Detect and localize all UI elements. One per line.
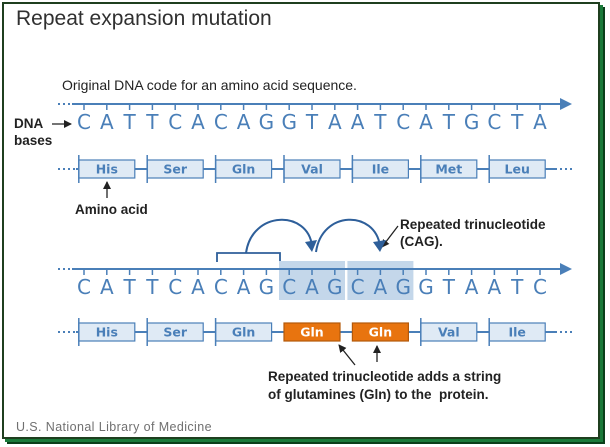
mutated-amino-acid-0: His <box>96 325 118 340</box>
original-amino-acid-1: Ser <box>163 162 187 177</box>
original-amino-acids: His Ser Gln Val Ile Met Leu <box>78 155 546 183</box>
original-amino-acid-4: Ile <box>372 162 389 177</box>
figure-frame <box>2 2 600 439</box>
original-base-5: A <box>191 110 205 134</box>
mutated-amino-acid-5: Val <box>438 325 460 340</box>
original-base-18: C <box>487 110 501 134</box>
mutated-amino-acid-4: Gln <box>369 325 392 340</box>
repeat-highlight <box>279 261 345 300</box>
mutated-amino-acids: His Ser Gln Gln Gln Val Ile <box>78 318 546 346</box>
original-base-17: G <box>464 110 480 134</box>
mutated-base-16: T <box>442 275 456 299</box>
note-arrow-1 <box>338 344 356 366</box>
mutated-base-12: C <box>351 275 365 299</box>
glutamine-note: Repeated trinucleotide adds a string of … <box>268 369 502 402</box>
repeat-arc-1-arrowhead <box>305 240 317 252</box>
repeat-arc-2-arrowhead <box>373 240 386 252</box>
repeat-arc-1 <box>245 218 313 254</box>
original-base-16: T <box>442 110 456 134</box>
original-base-15: A <box>419 110 433 134</box>
amino-acid-label: Amino acid <box>75 202 148 217</box>
original-base-3: T <box>145 110 159 134</box>
mutated-base-18: A <box>488 275 502 299</box>
original-amino-acid-5: Met <box>435 162 462 177</box>
original-base-2: T <box>122 110 136 134</box>
dna-bases-label: DNA bases <box>14 116 53 148</box>
strand-arrowhead <box>560 263 572 275</box>
original-base-4: C <box>168 110 182 134</box>
mutated-amino-acid-1: Ser <box>163 325 187 340</box>
mutated-base-17: A <box>465 275 479 299</box>
codon-bracket <box>216 252 281 262</box>
original-base-9: G <box>281 110 297 134</box>
mutated-amino-acid-3: Gln <box>300 325 323 340</box>
original-base-0: C <box>77 110 91 134</box>
repeat-label: Repeated trinucleotide (CAG). <box>400 217 546 249</box>
original-base-19: T <box>510 110 524 134</box>
original-base-12: A <box>351 110 365 134</box>
original-base-8: G <box>259 110 275 134</box>
mutated-base-4: C <box>168 275 182 299</box>
mutated-amino-acid-6: Ile <box>508 325 525 340</box>
original-base-7: A <box>237 110 251 134</box>
original-amino-acid-0: His <box>96 162 118 177</box>
mutated-base-1: A <box>100 275 114 299</box>
mutated-base-20: C <box>533 275 547 299</box>
repeat-highlight <box>347 261 414 300</box>
original-base-13: T <box>373 110 387 134</box>
source-credit: U.S. National Library of Medicine <box>16 420 212 434</box>
original-amino-acid-3: Val <box>301 162 323 177</box>
original-base-1: A <box>100 110 114 134</box>
mutated-base-0: C <box>77 275 91 299</box>
mutated-base-10: A <box>305 275 319 299</box>
mutated-base-3: T <box>145 275 159 299</box>
original-base-11: A <box>328 110 342 134</box>
original-base-20: A <box>533 110 547 134</box>
mutated-base-9: C <box>282 275 296 299</box>
strand-arrowhead <box>560 98 572 110</box>
original-base-10: T <box>305 110 319 134</box>
mutated-base-14: G <box>395 275 411 299</box>
original-caption: Original DNA code for an amino acid sequ… <box>62 77 357 93</box>
glutamine-box <box>351 322 409 342</box>
figure-title: Repeat expansion mutation <box>16 7 272 30</box>
glutamine-box <box>283 322 341 342</box>
mutated-base-15: G <box>418 275 434 299</box>
original-amino-acid-2: Gln <box>232 162 255 177</box>
repeat-label-arrow <box>381 225 399 248</box>
mutated-base-11: G <box>327 275 343 299</box>
mutated-base-7: A <box>237 275 251 299</box>
mutated-base-8: G <box>259 275 275 299</box>
mutated-base-2: T <box>122 275 136 299</box>
mutated-base-6: C <box>214 275 228 299</box>
mutated-amino-acid-2: Gln <box>232 325 255 340</box>
original-base-6: C <box>214 110 228 134</box>
mutated-base-13: A <box>374 275 388 299</box>
mutated-base-19: T <box>510 275 524 299</box>
repeat-highlights <box>279 261 414 300</box>
original-amino-acid-6: Leu <box>505 162 530 177</box>
repeat-arc-2 <box>315 218 381 253</box>
mutated-base-5: A <box>191 275 205 299</box>
original-base-14: C <box>396 110 410 134</box>
